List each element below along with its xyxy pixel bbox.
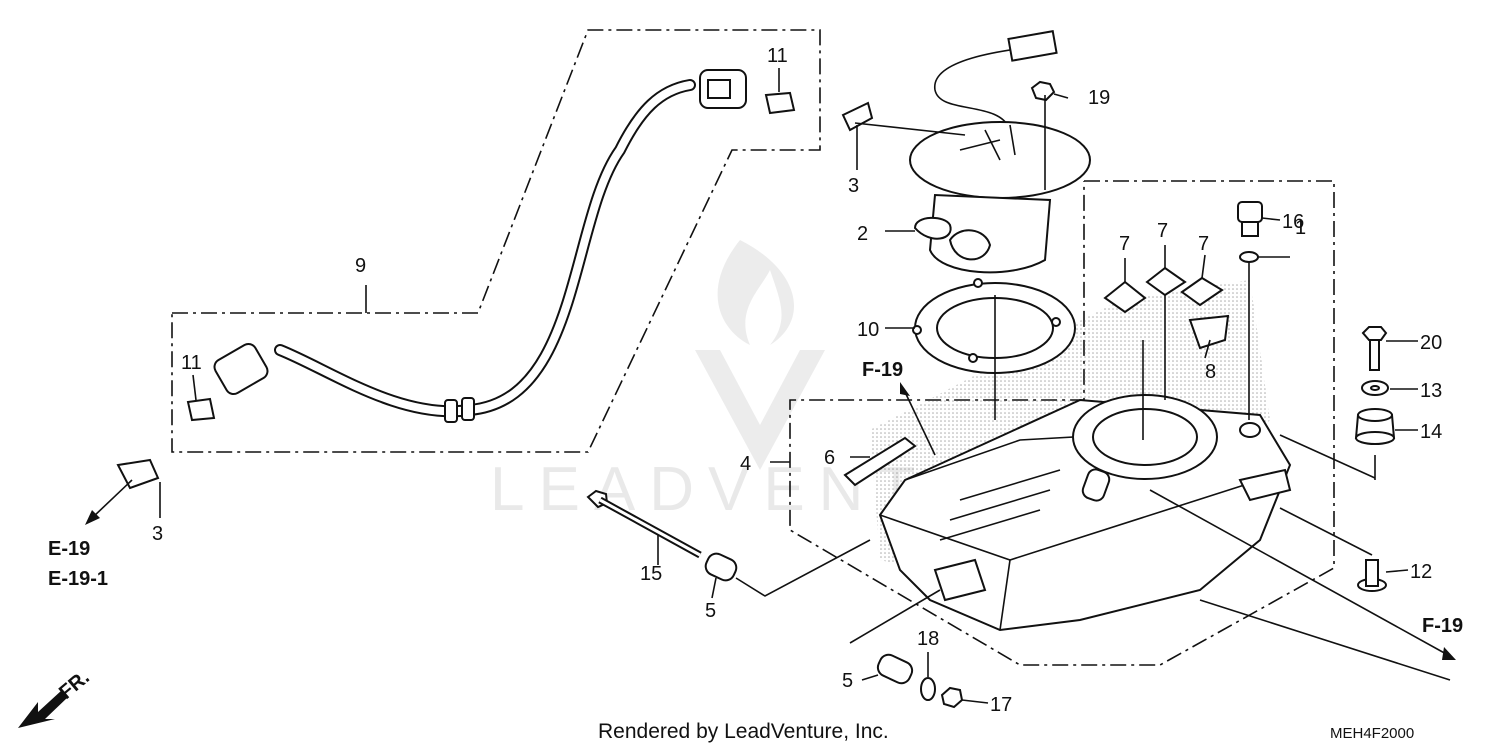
- callout-15: 15: [640, 563, 662, 585]
- fuel-pump-unit: [909, 30, 1091, 274]
- callout-14: 14: [1420, 421, 1442, 443]
- callout-6: 6: [824, 447, 835, 469]
- callout-11-top: 11: [767, 45, 788, 67]
- callout-7-a: 7: [1119, 233, 1130, 255]
- cushion-pads: [1103, 266, 1230, 350]
- callout-4: 4: [740, 453, 751, 475]
- callout-17: 17: [990, 694, 1012, 716]
- front-direction-arrow: FR.: [18, 666, 94, 728]
- callout-2: 2: [857, 223, 868, 245]
- callout-20: 20: [1420, 332, 1442, 354]
- hose-assembly-outline: [171, 29, 821, 453]
- callout-10: 10: [857, 319, 879, 341]
- callout-16: 16: [1282, 211, 1304, 233]
- ref-f19-top[interactable]: F-19: [862, 359, 903, 381]
- gasket-ring: [912, 278, 1076, 374]
- callout-8: 8: [1205, 361, 1216, 383]
- callout-12: 12: [1410, 561, 1432, 583]
- callout-7-c: 7: [1198, 233, 1209, 255]
- diagram-code: MEH4F2000: [1330, 725, 1414, 742]
- callout-1: 1: [1295, 217, 1306, 239]
- leader-lines: [159, 68, 1451, 704]
- ref-e19[interactable]: E-19: [48, 538, 90, 560]
- callout-3-top: 3: [848, 175, 859, 197]
- callout-3-left: 3: [152, 523, 163, 545]
- fuel-hose: [213, 69, 747, 423]
- ref-f19-right[interactable]: F-19: [1422, 615, 1463, 637]
- reference-labels: F-19 F-19 E-19 E-19-1: [48, 359, 1463, 637]
- callout-7-b: 7: [1157, 220, 1168, 242]
- callout-13: 13: [1420, 380, 1442, 402]
- callout-18: 18: [917, 628, 939, 650]
- reference-arrows: [85, 382, 1456, 660]
- hardware: [116, 80, 1396, 709]
- callout-19: 19: [1088, 87, 1110, 109]
- callout-numbers: 1 2 3 3 4 5 5 6 7 7 7 8 9 10 11 11 12 13…: [152, 45, 1442, 716]
- footer-credit: Rendered by LeadVenture, Inc.: [598, 720, 889, 743]
- callout-5-left: 5: [705, 600, 716, 622]
- callout-9: 9: [355, 255, 366, 277]
- callout-5-bottom: 5: [842, 670, 853, 692]
- ref-e19-1[interactable]: E-19-1: [48, 568, 108, 590]
- callout-11-left: 11: [181, 352, 202, 374]
- fuel-tank-body: [878, 394, 1292, 632]
